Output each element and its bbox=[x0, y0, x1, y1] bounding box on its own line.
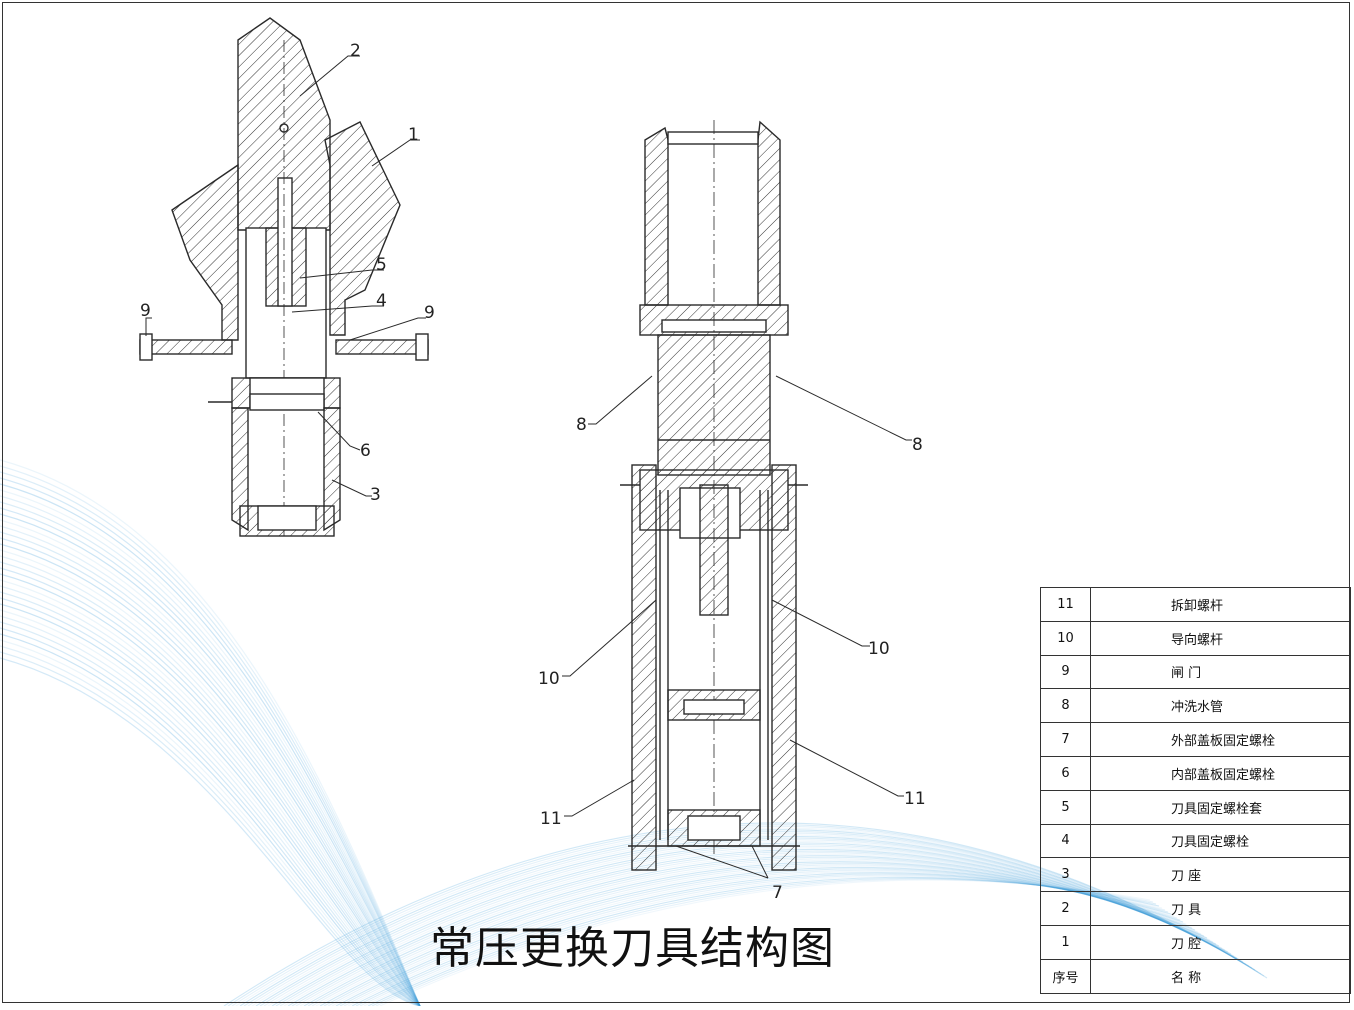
callout-10-left: 10 bbox=[538, 669, 560, 689]
bolt bbox=[277, 177, 293, 307]
part-name: 刀 腔 bbox=[1090, 924, 1351, 960]
right-assembly bbox=[620, 120, 808, 871]
part-name: 冲洗水管 bbox=[1090, 688, 1351, 724]
part-name: 刀 座 bbox=[1090, 857, 1351, 893]
part-name: 闸 门 bbox=[1090, 654, 1351, 690]
callout-1: 1 bbox=[408, 125, 419, 145]
part-number: 6 bbox=[1040, 755, 1091, 791]
callout-5: 5 bbox=[376, 255, 387, 275]
callout-9-right: 9 bbox=[424, 303, 435, 323]
part-number: 10 bbox=[1040, 620, 1091, 656]
callout-8-left: 8 bbox=[576, 415, 587, 435]
callout-9-left: 9 bbox=[140, 301, 151, 321]
part-name: 刀具固定螺栓套 bbox=[1090, 789, 1351, 825]
part-name: 刀 具 bbox=[1090, 891, 1351, 926]
callout-7: 7 bbox=[772, 883, 783, 903]
part-number: 序号 bbox=[1040, 958, 1091, 994]
part-number: 5 bbox=[1040, 789, 1091, 825]
right-leaders bbox=[562, 375, 912, 879]
callout-11-left: 11 bbox=[540, 809, 562, 829]
part-name: 内部盖板固定螺栓 bbox=[1090, 755, 1351, 791]
part-name: 外部盖板固定螺栓 bbox=[1090, 722, 1351, 757]
callout-2: 2 bbox=[350, 41, 361, 61]
left-leaders bbox=[145, 55, 426, 497]
callout-10-right: 10 bbox=[868, 639, 890, 659]
part-number: 8 bbox=[1040, 688, 1091, 724]
callout-labels: 2 1 5 4 9 9 6 3 8 8 10 10 11 11 7 bbox=[140, 41, 926, 903]
cutter-chamber bbox=[324, 121, 401, 336]
part-name: 刀具固定螺栓 bbox=[1090, 823, 1351, 859]
part-number: 7 bbox=[1040, 722, 1091, 757]
part-number: 2 bbox=[1040, 891, 1091, 926]
part-number: 3 bbox=[1040, 857, 1091, 893]
part-number: 11 bbox=[1040, 587, 1091, 622]
callout-8-right: 8 bbox=[912, 435, 923, 455]
part-name: 拆卸螺杆 bbox=[1090, 587, 1351, 622]
part-name: 名 称 bbox=[1090, 958, 1351, 994]
part-name: 导向螺杆 bbox=[1090, 620, 1351, 656]
parts-table-header: 序号名 称 bbox=[1040, 958, 1351, 994]
callout-4: 4 bbox=[376, 291, 387, 311]
callout-11-right: 11 bbox=[904, 789, 926, 809]
part-number: 4 bbox=[1040, 823, 1091, 859]
callout-6: 6 bbox=[360, 441, 371, 461]
drawing-title: 常压更换刀具结构图 bbox=[430, 923, 835, 974]
left-assembly bbox=[139, 17, 429, 540]
callout-3: 3 bbox=[370, 485, 381, 505]
part-number: 9 bbox=[1040, 654, 1091, 690]
part-number: 1 bbox=[1040, 924, 1091, 960]
